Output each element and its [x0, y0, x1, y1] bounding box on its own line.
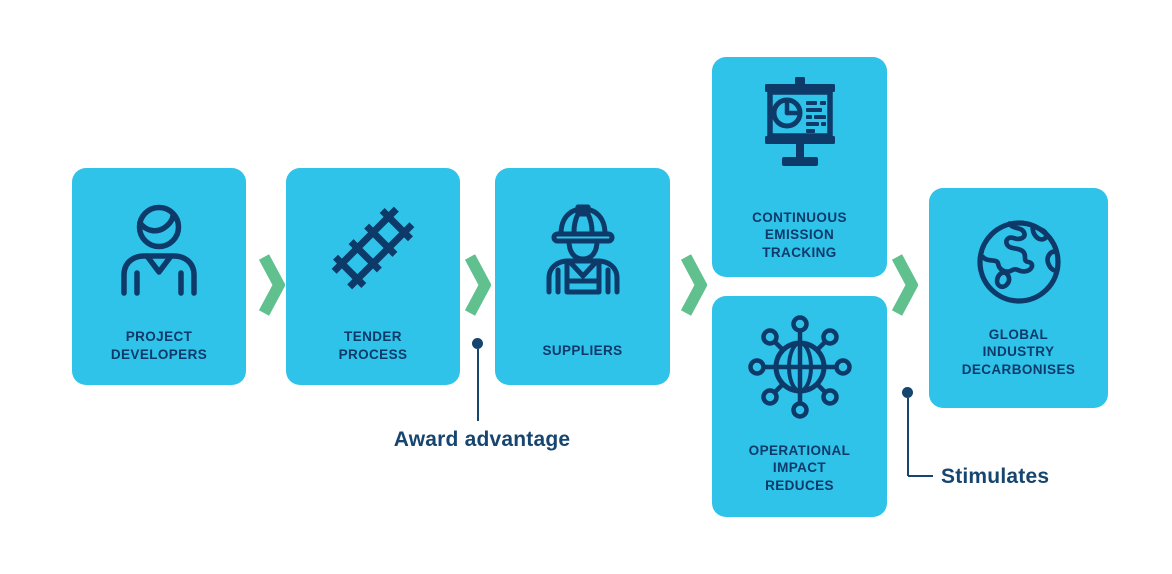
- card-project-developers: PROJECT DEVELOPERS: [72, 168, 246, 385]
- stimulates-connector-line-horizontal: [908, 474, 933, 477]
- card-label-line: TENDER: [344, 329, 402, 344]
- card-label: PROJECT DEVELOPERS: [78, 328, 240, 363]
- card-label-line: DECARBONISES: [961, 361, 1076, 377]
- stimulates-connector-dot: [902, 387, 913, 398]
- chevron-right-icon: [680, 254, 707, 316]
- earth-globe-icon: [929, 210, 1108, 314]
- card-label-line: PROCESS: [338, 346, 408, 362]
- card-label-line: TRACKING: [762, 244, 837, 260]
- ladder-icon: [286, 198, 460, 298]
- person-icon: [72, 200, 246, 300]
- chevron-right-icon: [258, 254, 285, 316]
- card-label-line: INDUSTRY: [982, 344, 1055, 359]
- award-advantage-label: Award advantage: [393, 428, 571, 451]
- connected-globe-icon: [712, 312, 887, 422]
- construction-worker-icon: [495, 196, 670, 296]
- card-label-line: OPERATIONAL: [748, 442, 851, 458]
- presentation-pie-chart-icon: [712, 75, 887, 170]
- card-tender-process: TENDER PROCESS: [286, 168, 460, 385]
- card-global-industry-decarbonises: GLOBAL INDUSTRY DECARBONISES: [929, 188, 1108, 408]
- card-label: OPERATIONAL IMPACT REDUCES: [718, 442, 881, 495]
- card-label-line: DEVELOPERS: [110, 346, 208, 362]
- award-advantage-connector-dot: [472, 338, 483, 349]
- card-label-line: REDUCES: [765, 477, 834, 493]
- chevron-right-icon: [464, 254, 491, 316]
- stimulates-label: Stimulates: [941, 465, 1050, 488]
- card-operational-impact-reduces: OPERATIONAL IMPACT REDUCES: [712, 296, 887, 517]
- card-label: GLOBAL INDUSTRY DECARBONISES: [935, 326, 1102, 379]
- chevron-right-icon: [891, 254, 918, 316]
- card-continuous-emission-tracking: CONTINUOUS EMISSION TRACKING: [712, 57, 887, 277]
- card-label-line: GLOBAL: [988, 326, 1049, 342]
- card-label: SUPPLIERS: [501, 342, 664, 360]
- award-advantage-connector-line: [477, 349, 480, 421]
- card-label-line: EMISSION: [764, 227, 835, 242]
- stimulates-connector-line-vertical: [906, 398, 910, 476]
- card-suppliers: SUPPLIERS: [495, 168, 670, 385]
- card-label: TENDER PROCESS: [292, 328, 454, 363]
- card-label: CONTINUOUS EMISSION TRACKING: [718, 209, 881, 262]
- card-label-line: PROJECT: [125, 329, 193, 344]
- card-label-line: CONTINUOUS: [752, 209, 847, 225]
- card-label-line: IMPACT: [772, 460, 827, 475]
- card-label-line: SUPPLIERS: [542, 342, 623, 358]
